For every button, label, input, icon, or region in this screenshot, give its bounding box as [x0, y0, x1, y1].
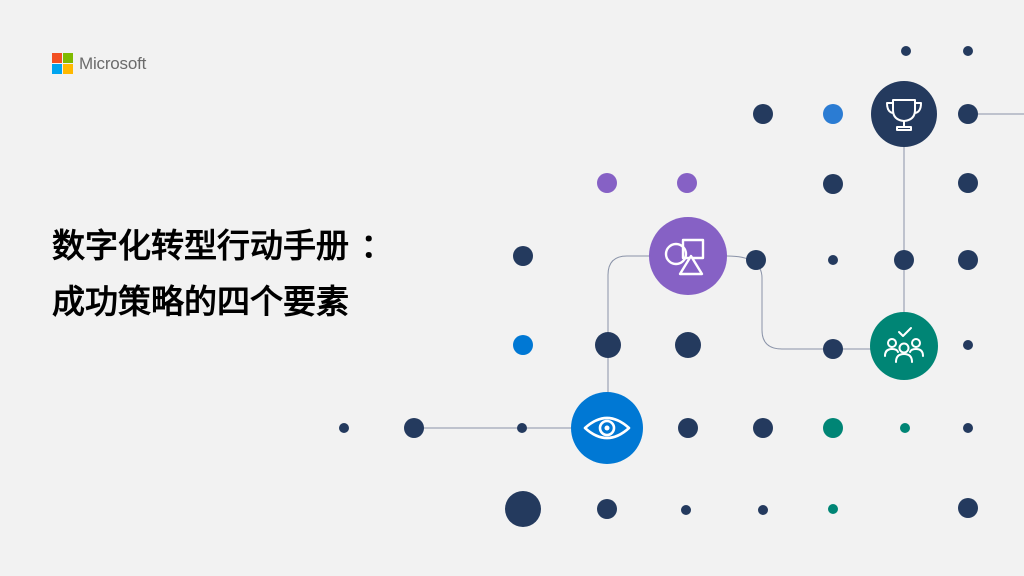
dot	[595, 332, 621, 358]
trophy-node-circle	[871, 81, 937, 147]
dot	[681, 505, 691, 515]
shapes-node	[649, 217, 727, 295]
brand-name: Microsoft	[79, 54, 147, 73]
dot	[958, 104, 978, 124]
dot	[823, 418, 843, 438]
dot	[958, 173, 978, 193]
dot	[900, 423, 910, 433]
dot	[746, 250, 766, 270]
shapes-icon	[664, 238, 705, 276]
trophy-icon	[886, 99, 922, 131]
title-line-1: 数字化转型行动手册 ：	[52, 226, 394, 265]
people-node	[870, 312, 938, 380]
slide-title: 数字化转型行动手册 ： 成功策略的四个要素	[52, 218, 394, 330]
dot	[517, 423, 527, 433]
dot	[758, 505, 768, 515]
dot	[597, 173, 617, 193]
trophy-node	[871, 81, 937, 147]
people-check-icon	[884, 327, 924, 363]
dot	[753, 104, 773, 124]
dot	[513, 335, 533, 355]
shapes-node-circle	[649, 217, 727, 295]
dot	[677, 173, 697, 193]
dot	[963, 340, 973, 350]
dot	[963, 46, 973, 56]
dot	[823, 339, 843, 359]
dot	[823, 174, 843, 194]
logo-square-blue	[52, 64, 62, 74]
dot	[894, 250, 914, 270]
dot	[963, 423, 973, 433]
dot	[901, 46, 911, 56]
logo-square-red	[52, 53, 62, 63]
dot	[597, 499, 617, 519]
dot	[958, 498, 978, 518]
dot	[823, 104, 843, 124]
dot	[958, 250, 978, 270]
eye-node	[571, 392, 643, 464]
eye-icon	[583, 416, 631, 440]
dot	[404, 418, 424, 438]
people-node-circle	[870, 312, 938, 380]
logo-square-yellow	[63, 64, 73, 74]
dot	[828, 504, 838, 514]
connector-line	[607, 255, 688, 428]
dot	[513, 246, 533, 266]
dots	[339, 46, 978, 527]
title-line-2: 成功策略的四个要素	[52, 282, 349, 321]
dot	[828, 255, 838, 265]
dot	[753, 418, 773, 438]
dot	[339, 423, 349, 433]
dot	[678, 418, 698, 438]
microsoft-logo: Microsoft	[52, 53, 146, 74]
logo-square-green	[63, 53, 73, 63]
microsoft-logo-mark	[52, 53, 73, 74]
dot	[675, 332, 701, 358]
dot	[505, 491, 541, 527]
